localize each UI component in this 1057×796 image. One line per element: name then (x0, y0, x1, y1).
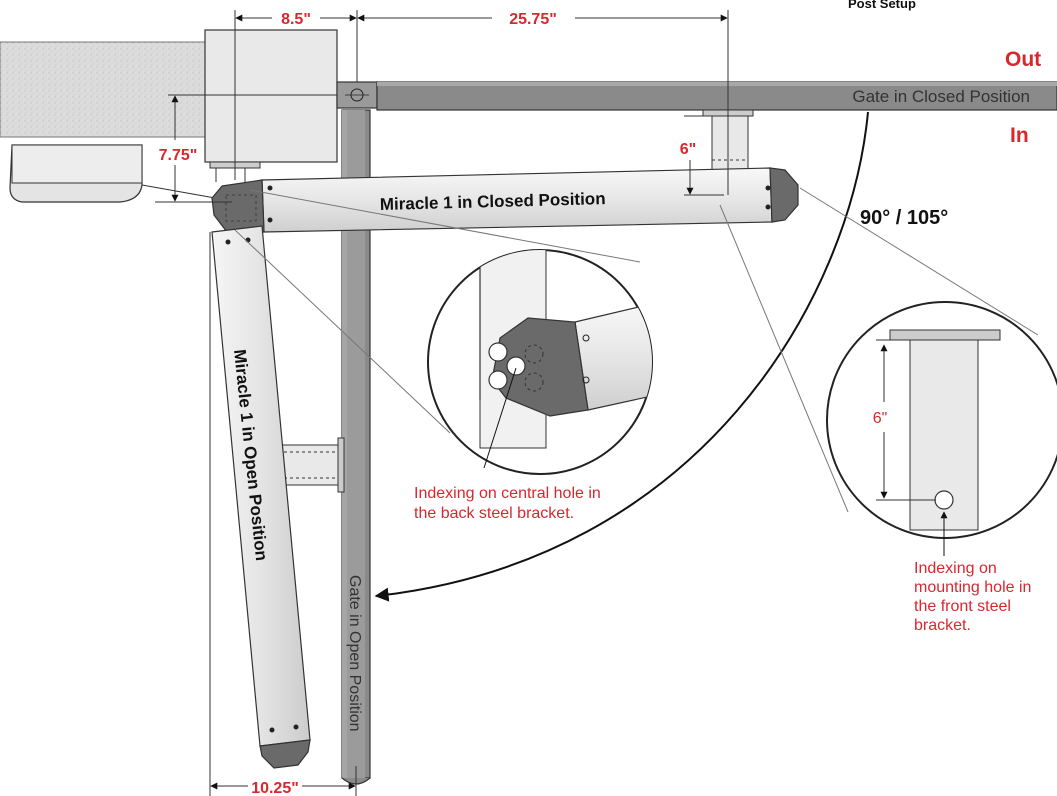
dimension-bracket-height-label: 6" (680, 141, 696, 158)
out-label: Out (1005, 48, 1041, 71)
callout-front-bracket-line2: mounting hole in (914, 579, 1031, 596)
dimension-bracket-height (684, 115, 724, 196)
dimension-top-left-label: 8.5" (281, 11, 311, 28)
callout-front-bracket-line3: the front steel (914, 598, 1011, 615)
gate-closed (336, 81, 1057, 111)
gate-closed-label: Gate in Closed Position (852, 87, 1030, 106)
dimension-top-right (357, 10, 729, 195)
dimension-bottom-label: 10.25" (251, 780, 299, 796)
leader-lines (234, 187, 1039, 513)
wall (0, 41, 211, 138)
dimension-top-right-label: 25.75" (509, 11, 557, 28)
page-title: Post Setup (848, 0, 916, 11)
dimension-vertical-left-label: 7.75" (159, 147, 198, 164)
callout-back-bracket-line1: Indexing on central hole in (414, 485, 601, 502)
post-box (204, 29, 338, 182)
motor-housing (9, 144, 216, 203)
callout-front-bracket-line1: Indexing on (914, 560, 997, 577)
callout-front-bracket-line4: bracket. (914, 617, 971, 634)
angle-label: 90° / 105° (860, 207, 948, 229)
gate-open-label: Gate in Open Position (346, 575, 363, 732)
in-label: In (1010, 124, 1029, 147)
dimension-vertical-left (155, 94, 337, 203)
zoom-height-label: 6" (873, 410, 888, 427)
callout-back-bracket-line2: the back steel bracket. (414, 505, 574, 522)
arm-open (211, 225, 311, 769)
zoom-back-bracket (427, 249, 653, 475)
zoom-front-bracket (826, 301, 1057, 556)
dimension-bottom (209, 232, 357, 796)
swing-arc (374, 111, 869, 602)
